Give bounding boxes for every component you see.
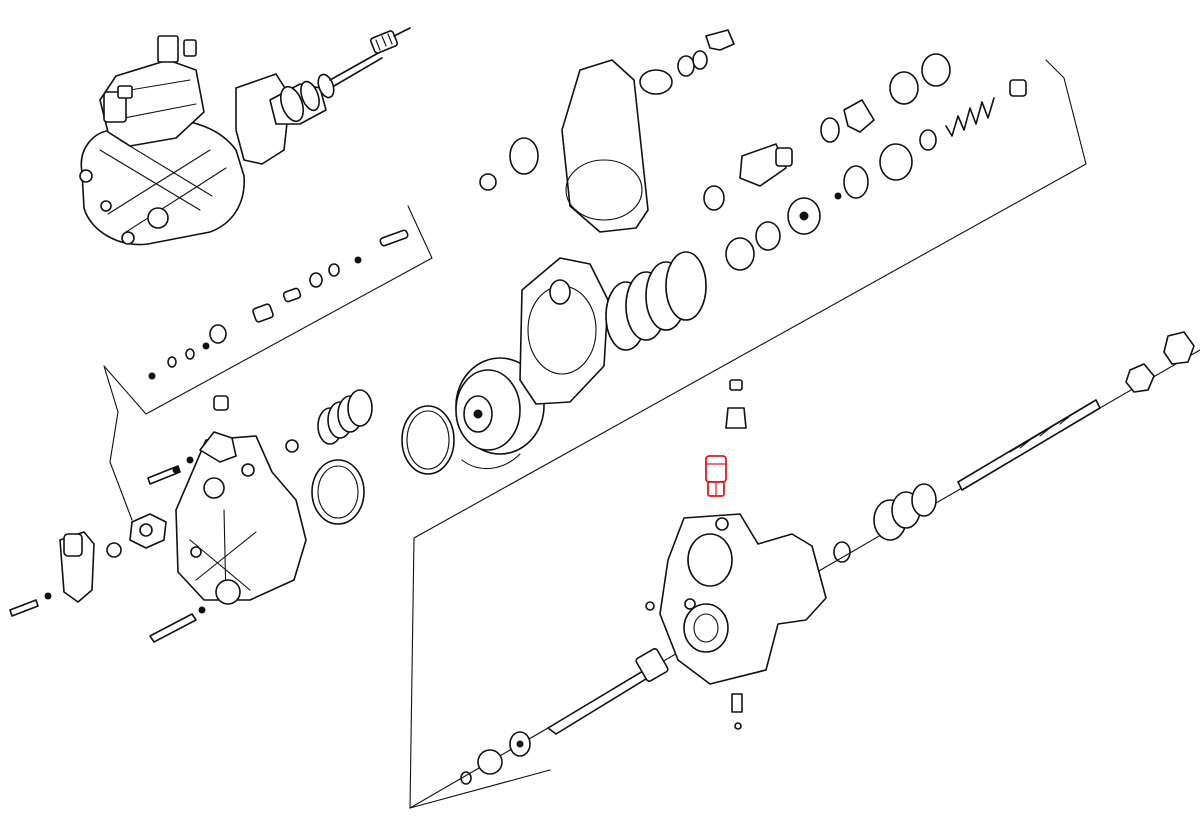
diaphragm-group [455,257,609,470]
spring-left [317,389,373,445]
small-parts-row-upper [148,229,409,380]
top-cover-group [479,29,735,233]
assembled-servo-unit [79,27,411,246]
valve-parts-upper-right [703,53,1027,271]
right-housing-group [460,331,1195,785]
large-spring [605,251,707,351]
left-housing-group [9,389,455,643]
assembly-leader-lines [103,59,1200,809]
spring-small-right [945,97,995,137]
fitting-with-hex-base[interactable] [705,455,727,497]
